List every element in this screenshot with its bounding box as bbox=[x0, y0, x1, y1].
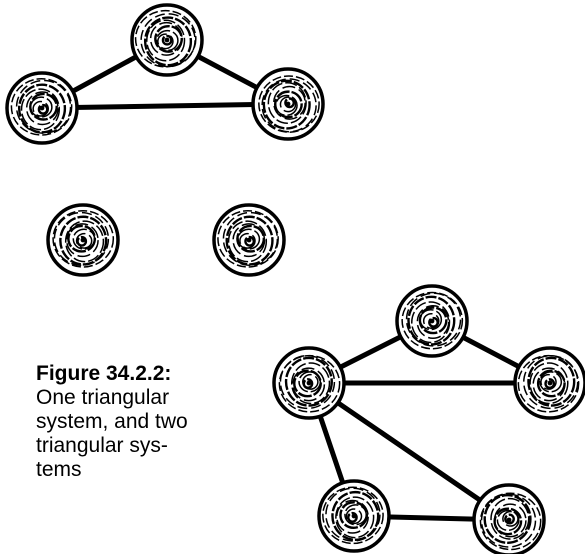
caption-line: tems bbox=[36, 458, 82, 481]
stump-node-c bbox=[251, 67, 325, 141]
stump-node-e bbox=[212, 203, 286, 277]
caption-line: system, and two bbox=[36, 410, 188, 433]
stump-node-d bbox=[46, 203, 120, 277]
stump-node-i bbox=[317, 479, 391, 553]
figure-caption: Figure 34.2.2: One triangular system, an… bbox=[36, 362, 241, 482]
stump-node-f bbox=[272, 346, 346, 420]
caption-line: triangular sys- bbox=[36, 434, 168, 457]
stump-node-g bbox=[395, 284, 469, 358]
stump-node-h bbox=[513, 346, 585, 420]
edge-f-j bbox=[306, 380, 512, 523]
caption-title: Figure 34.2.2: bbox=[36, 362, 172, 385]
edge-a-c bbox=[39, 101, 291, 111]
stump-node-j bbox=[472, 483, 546, 554]
stump-node-b bbox=[130, 3, 204, 77]
nodes-layer bbox=[5, 3, 585, 554]
caption-line: One triangular bbox=[36, 386, 170, 409]
stump-node-a bbox=[5, 71, 79, 145]
